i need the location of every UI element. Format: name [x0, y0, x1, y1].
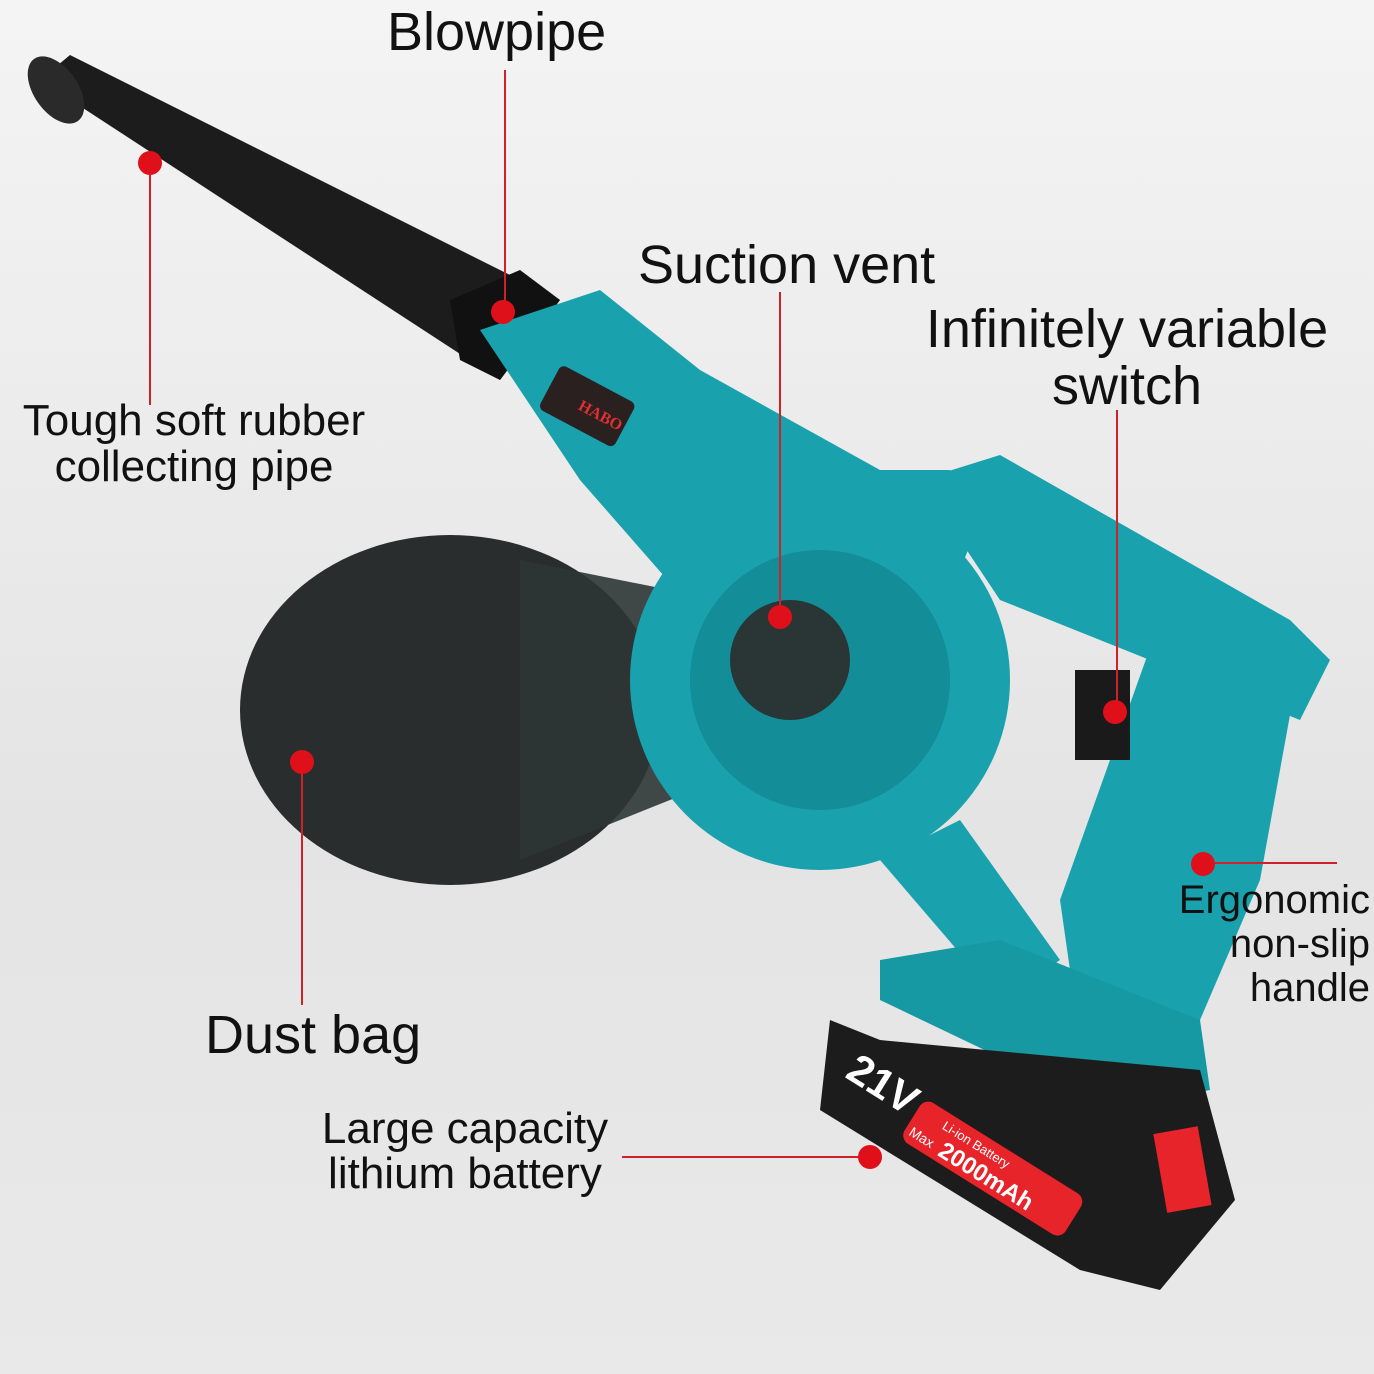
label-handle-line2: non-slip	[1229, 922, 1370, 966]
label-switch-line2: switch	[1051, 356, 1203, 416]
callout-lines	[149, 70, 1337, 1158]
label-handle-line3: handle	[1249, 966, 1370, 1010]
label-handle: Ergonomic non-slip handle	[1170, 878, 1370, 1010]
label-switch-line1: Infinitely variable	[925, 299, 1329, 359]
battery-release-button	[1153, 1126, 1212, 1213]
label-handle-line1: Ergonomic	[1178, 878, 1370, 922]
battery-pack: 21V Li-ion Battery Max 2000mAh	[820, 1020, 1235, 1290]
label-battery-line2: lithium battery	[328, 1149, 602, 1198]
pipe-marker	[138, 151, 162, 175]
brand-badge: HABO	[540, 366, 635, 447]
label-suction-vent: Suction vent	[638, 235, 936, 295]
callout-dots	[138, 151, 1215, 1169]
label-battery-line1: Large capacity	[321, 1104, 609, 1153]
battery-marker	[858, 1145, 882, 1169]
dust-bag-marker	[290, 750, 314, 774]
blowpipe-graphic	[27, 55, 560, 380]
label-blowpipe: Blowpipe	[387, 2, 607, 62]
blowpipe-marker	[491, 300, 515, 324]
handle-marker	[1191, 852, 1215, 876]
label-dust-bag: Dust bag	[205, 1005, 422, 1065]
blower-body	[480, 290, 1330, 1110]
suction-vent-marker	[768, 605, 792, 629]
switch-marker	[1103, 700, 1127, 724]
label-pipe-line2: collecting pipe	[54, 442, 334, 491]
label-pipe-line1: Tough soft rubber	[22, 396, 366, 445]
